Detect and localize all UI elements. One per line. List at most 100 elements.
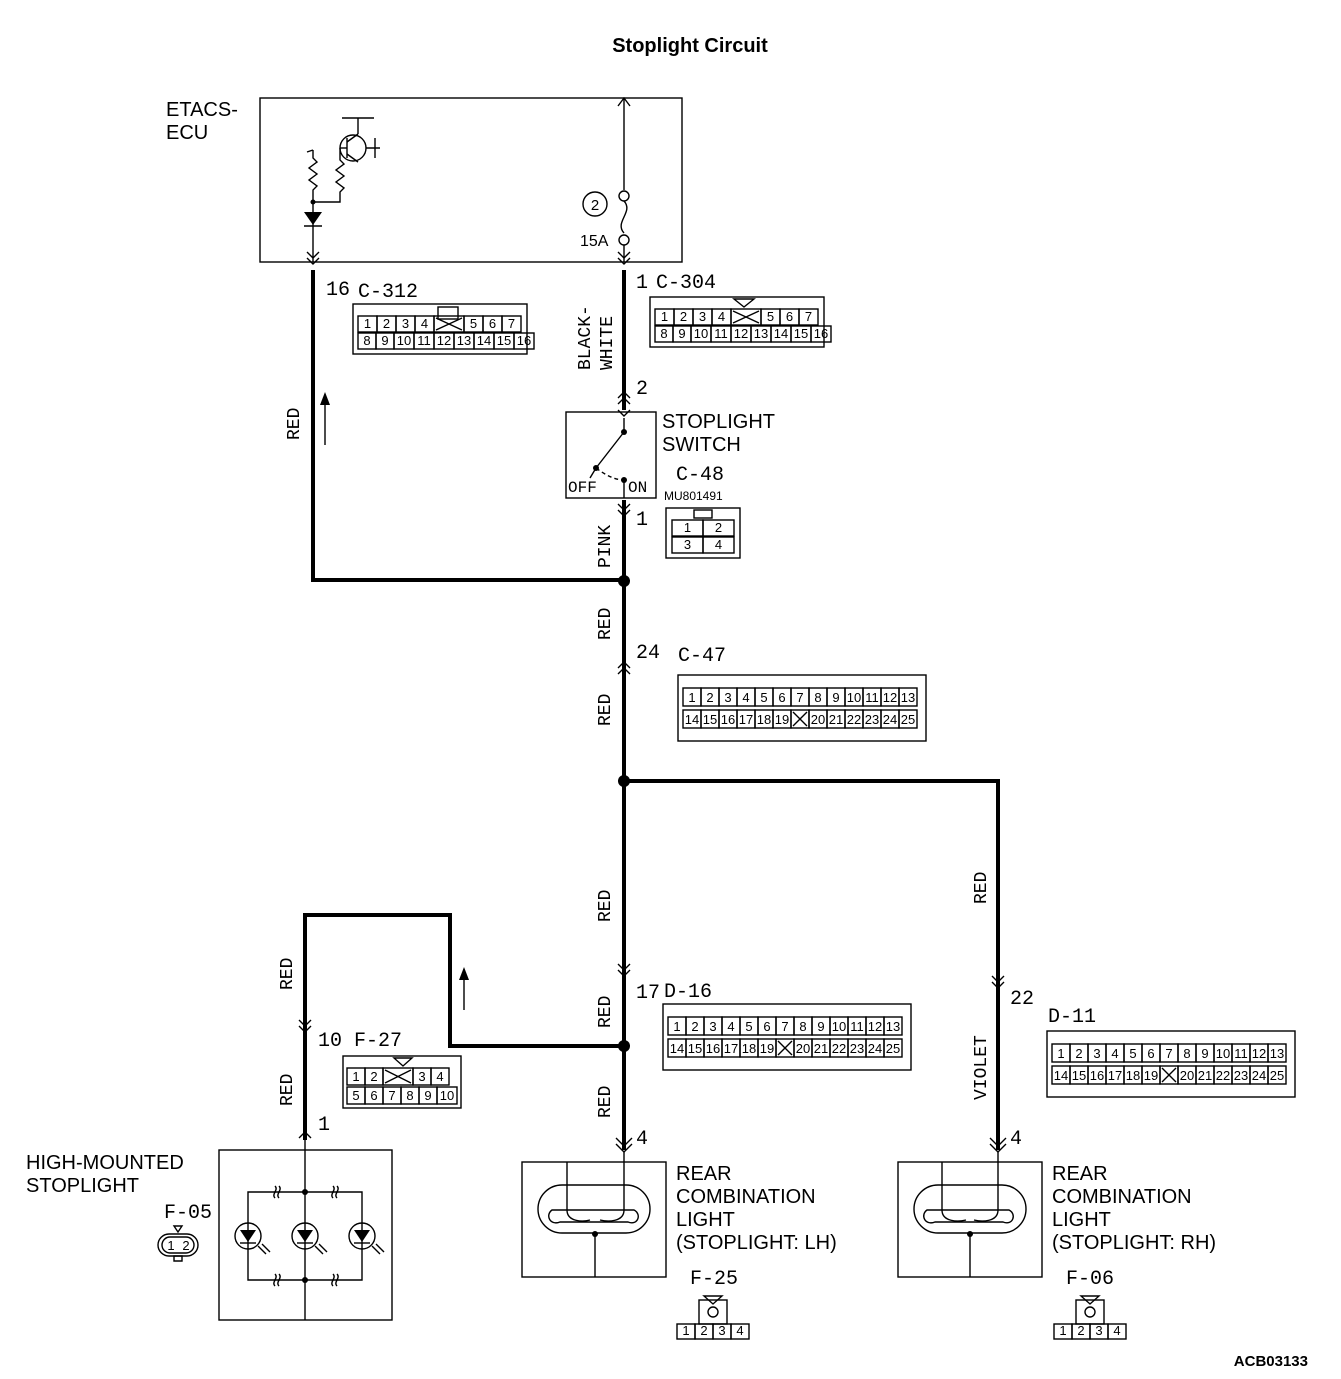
pin-label: 19 <box>1144 1068 1158 1083</box>
pin-number: 1 <box>636 272 648 295</box>
empty-pin <box>732 310 760 324</box>
pin-label: 7 <box>781 1019 788 1034</box>
pin-label: 12 <box>734 326 748 341</box>
connector-id: F-05 <box>164 1202 212 1225</box>
etacs-ecu: ETACS- ECU <box>166 96 683 263</box>
pin-label: 4 <box>436 1069 443 1084</box>
pin-cell <box>1267 1043 1287 1063</box>
pin-label: 4 <box>1113 1323 1120 1338</box>
pin-label: 5 <box>1129 1046 1136 1061</box>
pin-label: 16 <box>1090 1068 1104 1083</box>
pin-label: 4 <box>718 309 725 324</box>
pin-number: 22 <box>1010 988 1034 1011</box>
empty-pin <box>384 1069 412 1084</box>
pin-label: 15 <box>688 1041 702 1056</box>
pin-label: 21 <box>814 1041 828 1056</box>
pin-number: 24 <box>636 642 660 665</box>
pin-label: 23 <box>865 712 879 727</box>
pin-cell <box>898 687 918 707</box>
pin-label: 7 <box>1165 1046 1172 1061</box>
fuse-icon: 2 15A <box>580 96 631 262</box>
led-icon <box>348 1222 385 1255</box>
pin-label: 9 <box>678 326 685 341</box>
stoplight-switch: 2 OFF ON STOPLIGHT SWITCH C-48 MU801491 … <box>565 378 775 559</box>
pin-label: 20 <box>1180 1068 1194 1083</box>
pin-label: 13 <box>901 690 915 705</box>
rear-rh-line1: REAR <box>1052 1163 1108 1185</box>
pin-label: 12 <box>868 1019 882 1034</box>
connector-id: C-304 <box>656 272 716 295</box>
pin-label: 1 <box>661 309 668 324</box>
pin-number: 17 <box>636 982 660 1005</box>
wires <box>303 270 1000 1150</box>
pin-label: 8 <box>406 1088 413 1103</box>
rear-lh-line3: LIGHT <box>676 1209 735 1231</box>
wire-label-pink: PINK <box>596 525 616 568</box>
switch-on-label: ON <box>628 479 647 497</box>
wire-label-red: RED <box>596 608 616 640</box>
pin-label: 17 <box>739 712 753 727</box>
pin-label: 23 <box>850 1041 864 1056</box>
wire-branch-high-mount <box>303 913 624 1140</box>
splice-dot <box>618 775 630 787</box>
pin-label: 6 <box>786 309 793 324</box>
wire-label-red: RED <box>972 872 992 904</box>
pin-label: 24 <box>883 712 897 727</box>
pin-label: 2 <box>1075 1046 1082 1061</box>
pin-label: 11 <box>714 326 728 341</box>
pin-label: 8 <box>814 690 821 705</box>
pin-number: 10 <box>318 1030 342 1053</box>
pin-label: 13 <box>457 333 471 348</box>
wire-label-black: BLACK- <box>576 305 596 370</box>
led-icon <box>291 1222 328 1255</box>
pin-label: 1 <box>1059 1323 1066 1338</box>
pin-label: 15 <box>794 326 808 341</box>
pin-number: 4 <box>636 1128 648 1151</box>
connector-id: F-06 <box>1066 1268 1114 1291</box>
connector-id: D-16 <box>664 981 712 1004</box>
wire-branch-rh <box>624 779 1000 1150</box>
connector-id: F-27 <box>354 1030 402 1053</box>
pin-label: 21 <box>829 712 843 727</box>
pin-label: 2 <box>715 520 722 535</box>
pin-label: 21 <box>1198 1068 1212 1083</box>
rear-rh-line2: COMBINATION <box>1052 1186 1192 1208</box>
pin-cell <box>1267 1065 1287 1085</box>
pin-cell <box>513 332 535 350</box>
rear-rh-line4: (STOPLIGHT: RH) <box>1052 1232 1216 1254</box>
ecu-diode-icon <box>304 202 322 262</box>
pin-label: 9 <box>1201 1046 1208 1061</box>
pin-label: 24 <box>1252 1068 1266 1083</box>
pin-label: 25 <box>901 712 915 727</box>
pin-label: 22 <box>832 1041 846 1056</box>
connector-id: D-11 <box>1048 1006 1096 1029</box>
pin-label: 12 <box>1252 1046 1266 1061</box>
pin-label: 5 <box>745 1019 752 1034</box>
pin-label: 17 <box>724 1041 738 1056</box>
pin-cell <box>702 519 735 537</box>
pin-label: 5 <box>352 1088 359 1103</box>
pin-label: 22 <box>1216 1068 1230 1083</box>
pin-label: 20 <box>811 712 825 727</box>
wire-label-violet: VIOLET <box>972 1035 992 1100</box>
pin-label: 4 <box>715 537 722 552</box>
splice-dot <box>618 1040 630 1052</box>
pin-label: 3 <box>709 1019 716 1034</box>
pin-number: 1 <box>318 1114 330 1137</box>
high-mounted-stoplight: HIGH-MOUNTED STOPLIGHT F-05 1 2 <box>26 1140 393 1321</box>
pin-label: 9 <box>817 1019 824 1034</box>
pin-label: 25 <box>1270 1068 1284 1083</box>
pin-label: 14 <box>477 333 491 348</box>
pin-cell <box>898 709 918 729</box>
pin-label: 1 <box>352 1069 359 1084</box>
pin-label: 14 <box>670 1041 684 1056</box>
rear-lh-line4: (STOPLIGHT: LH) <box>676 1232 837 1254</box>
pin-label: 8 <box>363 333 370 348</box>
pin-label: 11 <box>865 690 879 705</box>
pin-label: 8 <box>660 326 667 341</box>
part-number: MU801491 <box>664 489 723 503</box>
pin-label: 7 <box>805 309 812 324</box>
connector-f-05-icon: 1 2 <box>157 1225 199 1262</box>
